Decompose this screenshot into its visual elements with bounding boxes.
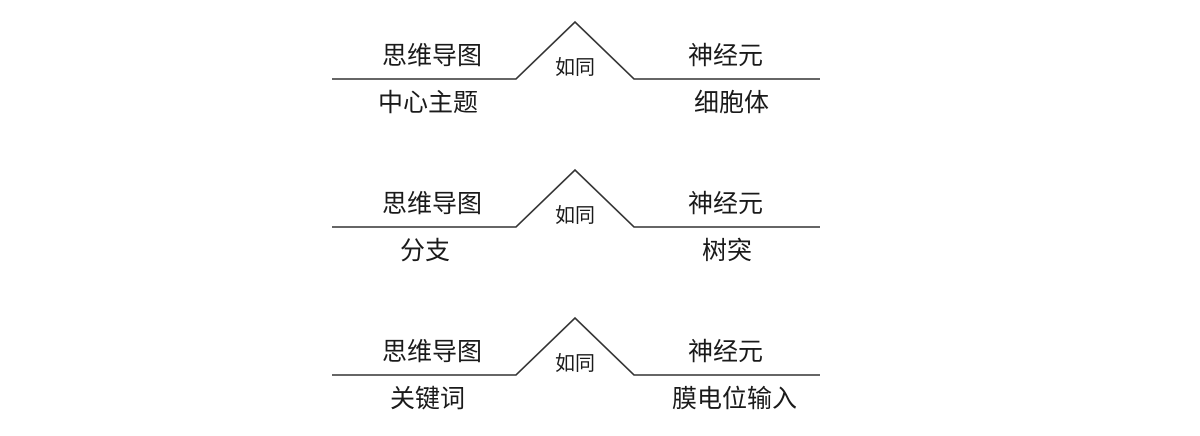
analogy-row-2: 思维导图 如同 神经元 分支 树突 xyxy=(0,168,1200,288)
right-term-label: 神经元 xyxy=(688,189,764,218)
connector-label: 如同 xyxy=(555,203,595,227)
analogy-row-1: 思维导图 如同 神经元 中心主题 细胞体 xyxy=(0,20,1200,140)
right-term-label: 神经元 xyxy=(688,41,764,70)
analogy-row-3: 思维导图 如同 神经元 关键词 膜电位输入 xyxy=(0,316,1200,436)
left-part-label: 关键词 xyxy=(390,384,466,413)
right-term-label: 神经元 xyxy=(688,337,764,366)
connector-lines xyxy=(332,316,820,376)
right-part-label: 树突 xyxy=(702,236,753,265)
connector-label: 如同 xyxy=(555,351,595,375)
left-term-label: 思维导图 xyxy=(382,189,483,218)
connector-lines xyxy=(332,20,820,80)
connector-label: 如同 xyxy=(555,55,595,79)
left-part-label: 分支 xyxy=(400,236,451,265)
connector-lines xyxy=(332,168,820,228)
left-term-label: 思维导图 xyxy=(382,41,483,70)
right-part-label: 膜电位输入 xyxy=(672,384,798,413)
left-part-label: 中心主题 xyxy=(378,88,479,117)
right-part-label: 细胞体 xyxy=(694,88,770,117)
left-term-label: 思维导图 xyxy=(382,337,483,366)
